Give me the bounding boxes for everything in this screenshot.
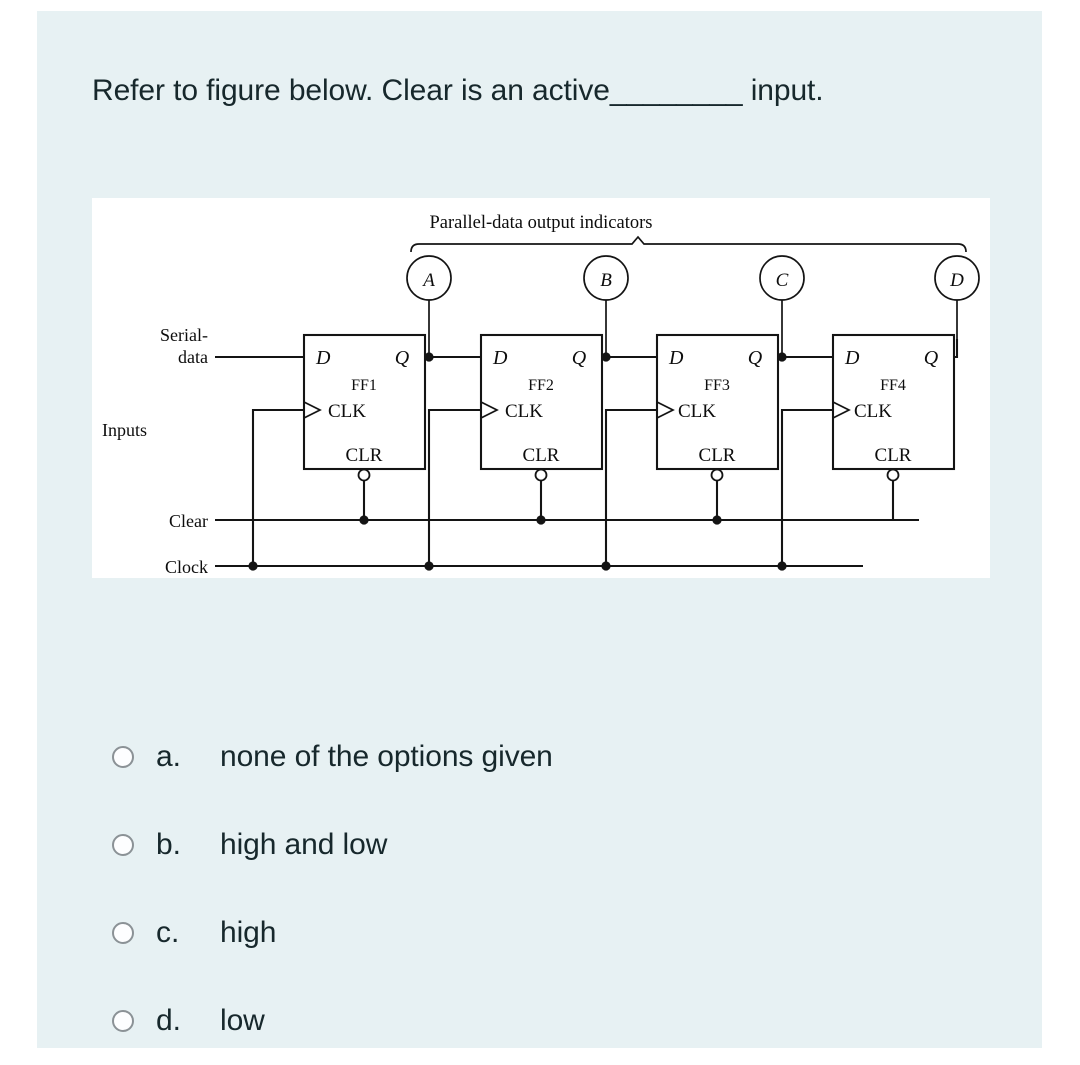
ff1-q-label: Q bbox=[395, 347, 410, 369]
ff4-d-label: D bbox=[844, 347, 860, 369]
question-text: Refer to figure below. Clear is an activ… bbox=[92, 74, 824, 107]
ff2-clr-label: CLR bbox=[523, 445, 560, 466]
bracket-caption: Parallel-data output indicators bbox=[430, 213, 653, 233]
ff4-name-label: FF4 bbox=[880, 377, 906, 394]
radio-option-d[interactable] bbox=[112, 1010, 134, 1032]
flipflop-ff4: D Q FF4 CLK CLR bbox=[831, 333, 956, 482]
radio-option-a[interactable] bbox=[112, 746, 134, 768]
ff3-name-label: FF3 bbox=[704, 377, 730, 394]
ff1-name-label: FF1 bbox=[351, 377, 377, 394]
flipflop-ff1: D Q FF1 CLK CLR bbox=[302, 333, 427, 482]
indicator-a-label: A bbox=[421, 270, 435, 291]
ff2-name-label: FF2 bbox=[528, 377, 554, 394]
indicator-c: C bbox=[759, 255, 805, 357]
option-d-label[interactable]: low bbox=[220, 1004, 265, 1037]
indicator-b-label: B bbox=[600, 270, 612, 291]
radio-option-c[interactable] bbox=[112, 922, 134, 944]
option-d-letter: d. bbox=[156, 1004, 182, 1037]
flipflop-ff2: D Q FF2 CLK CLR bbox=[479, 333, 604, 482]
option-c-label[interactable]: high bbox=[220, 916, 277, 949]
ff1-d-label: D bbox=[315, 347, 331, 369]
shift-register-diagram: Parallel-data output indicators A B C bbox=[102, 213, 980, 577]
serial-data-label-line2: data bbox=[178, 347, 208, 367]
ff3-q-label: Q bbox=[748, 347, 763, 369]
radio-option-b[interactable] bbox=[112, 834, 134, 856]
option-row-d[interactable]: d. low bbox=[92, 977, 992, 1065]
ff4-q-label: Q bbox=[924, 347, 939, 369]
clear-input-label: Clear bbox=[169, 511, 208, 531]
ff2-q-label: Q bbox=[572, 347, 587, 369]
flipflop-ff3: D Q FF3 CLK CLR bbox=[655, 333, 780, 482]
option-c-letter: c. bbox=[156, 916, 180, 949]
option-row-b[interactable]: b. high and low bbox=[92, 801, 992, 889]
clock-bus bbox=[215, 408, 863, 571]
ff4-clk-label: CLK bbox=[854, 401, 892, 422]
ff3-d-label: D bbox=[668, 347, 684, 369]
option-a-letter: a. bbox=[156, 740, 182, 773]
figure-input-labels: Serial- data Inputs Clear Clock bbox=[102, 325, 208, 577]
indicator-c-label: C bbox=[776, 270, 789, 291]
data-path-wires bbox=[215, 339, 959, 362]
option-b-letter: b. bbox=[156, 828, 182, 861]
quiz-question-card: Refer to figure below. Clear is an activ… bbox=[37, 11, 1042, 1048]
option-row-c[interactable]: c. high bbox=[92, 889, 992, 977]
ff2-clk-label: CLK bbox=[505, 401, 543, 422]
bracket-line bbox=[410, 235, 967, 253]
indicator-d-label: D bbox=[949, 270, 964, 291]
ff2-d-label: D bbox=[492, 347, 508, 369]
ff3-clk-label: CLK bbox=[678, 401, 716, 422]
ff1-clk-label: CLK bbox=[328, 401, 366, 422]
answer-options-list: a. none of the options given b. high and… bbox=[92, 713, 992, 1065]
indicator-d: D bbox=[934, 255, 980, 339]
circuit-figure-panel: Parallel-data output indicators A B C bbox=[92, 198, 990, 578]
indicator-b: B bbox=[583, 255, 629, 357]
option-row-a[interactable]: a. none of the options given bbox=[92, 713, 992, 801]
inputs-group-label: Inputs bbox=[102, 420, 147, 440]
option-a-label[interactable]: none of the options given bbox=[220, 740, 553, 773]
ff4-clr-label: CLR bbox=[875, 445, 912, 466]
ff1-clr-label: CLR bbox=[346, 445, 383, 466]
indicator-a: A bbox=[406, 255, 452, 357]
clock-input-label: Clock bbox=[165, 557, 208, 577]
clear-bus bbox=[215, 481, 919, 525]
ff3-clr-label: CLR bbox=[699, 445, 736, 466]
option-b-label[interactable]: high and low bbox=[220, 828, 388, 861]
serial-data-label-line1: Serial- bbox=[160, 325, 208, 345]
